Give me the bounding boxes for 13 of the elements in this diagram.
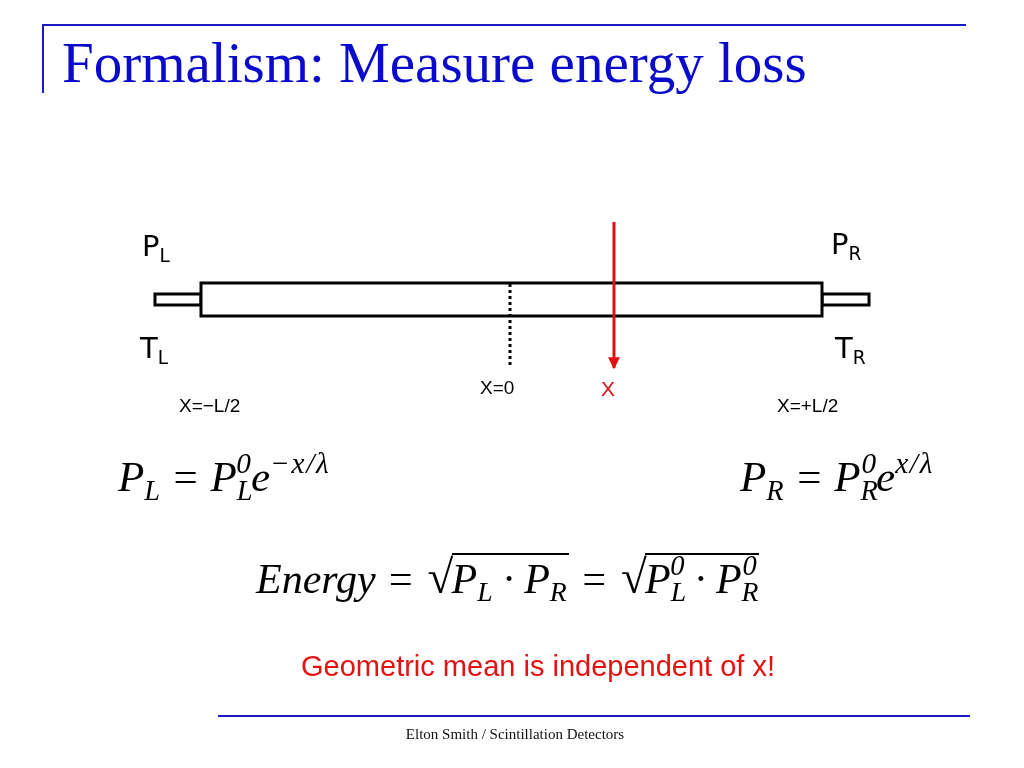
note-text: Geometric mean is independent of x!	[301, 649, 775, 684]
position-label: X=+L/2	[777, 394, 839, 418]
variable-label: T$_{R}$	[835, 330, 866, 368]
variable-label: T$_{L}$	[140, 330, 169, 368]
equation: P$_{R}$ = P$_{R}$$^{0}$e$^{x/λ}$	[740, 446, 935, 508]
variable-label: P$_{R}$	[831, 226, 862, 264]
footer-text: Elton Smith / Scintillation Detectors	[405, 725, 625, 744]
position-label: X=0	[480, 376, 515, 400]
position-label: X=−L/2	[179, 394, 241, 418]
hit-position-label: X	[601, 376, 615, 402]
variable-label: P$_{L}$	[142, 228, 170, 266]
slide-title: Formalism: Measure energy loss	[62, 32, 807, 94]
equation: P$_{L}$ = P$_{L}$$^{0}$e$^{−x/λ}$	[118, 446, 331, 508]
